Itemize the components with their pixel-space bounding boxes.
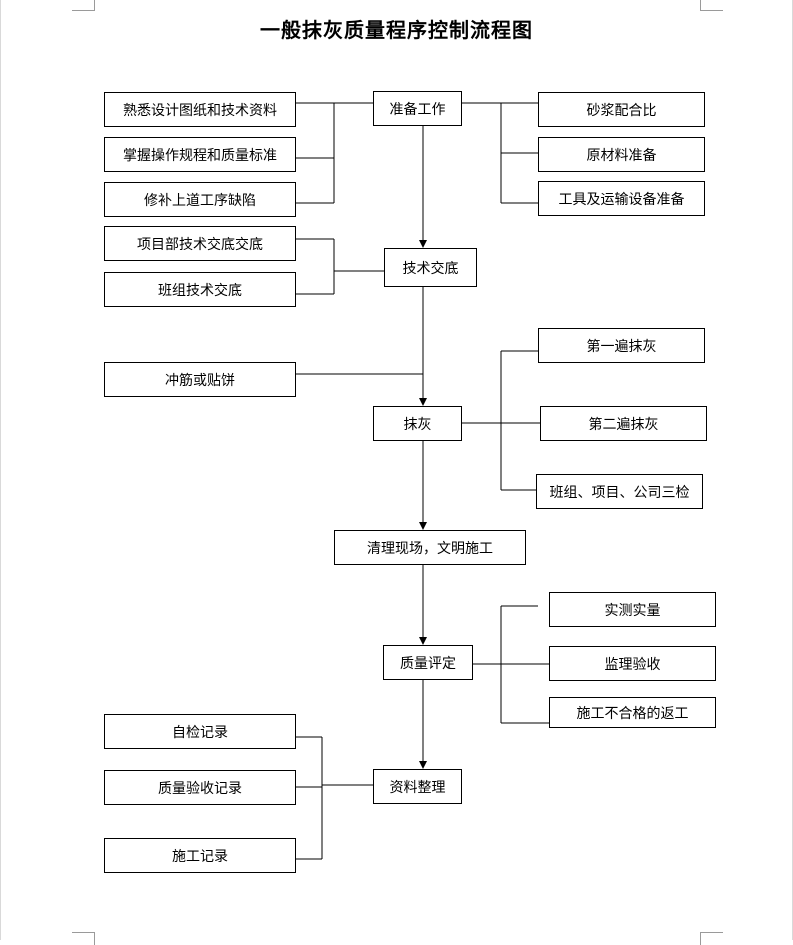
step-cleanup: 清理现场，文明施工	[334, 530, 526, 565]
step-quality-evaluation: 质量评定	[383, 645, 473, 680]
prepare-output-box: 砂浆配合比	[538, 92, 705, 127]
disclosure-input-box: 项目部技术交底交底	[104, 226, 296, 261]
evaluate-output-box: 实测实量	[549, 592, 716, 627]
step-plaster: 抹灰	[373, 406, 462, 441]
diagram-title: 一般抹灰质量程序控制流程图	[260, 18, 533, 42]
disclosure-input-box: 班组技术交底	[104, 272, 296, 307]
archive-input-box: 自检记录	[104, 714, 296, 749]
step-technical-disclosure: 技术交底	[384, 248, 477, 287]
page-corner-mark	[700, 0, 723, 11]
page-corner-mark	[72, 932, 95, 945]
evaluate-output-box: 监理验收	[549, 646, 716, 681]
plaster-input-box: 冲筋或贴饼	[104, 362, 296, 397]
prepare-input-box: 修补上道工序缺陷	[104, 182, 296, 217]
step-archive-documents: 资料整理	[373, 769, 462, 804]
step-prepare: 准备工作	[373, 91, 462, 126]
prepare-input-box: 掌握操作规程和质量标准	[104, 137, 296, 172]
page-corner-mark	[72, 0, 95, 11]
plaster-output-box: 班组、项目、公司三检	[536, 474, 703, 509]
prepare-input-box: 熟悉设计图纸和技术资料	[104, 92, 296, 127]
prepare-output-box: 原材料准备	[538, 137, 705, 172]
archive-input-box: 质量验收记录	[104, 770, 296, 805]
plaster-output-box: 第一遍抹灰	[538, 328, 705, 363]
plaster-output-box: 第二遍抹灰	[540, 406, 707, 441]
page-corner-mark	[700, 932, 723, 945]
archive-input-box: 施工记录	[104, 838, 296, 873]
prepare-output-box: 工具及运输设备准备	[538, 181, 705, 216]
evaluate-output-box: 施工不合格的返工	[549, 697, 716, 728]
